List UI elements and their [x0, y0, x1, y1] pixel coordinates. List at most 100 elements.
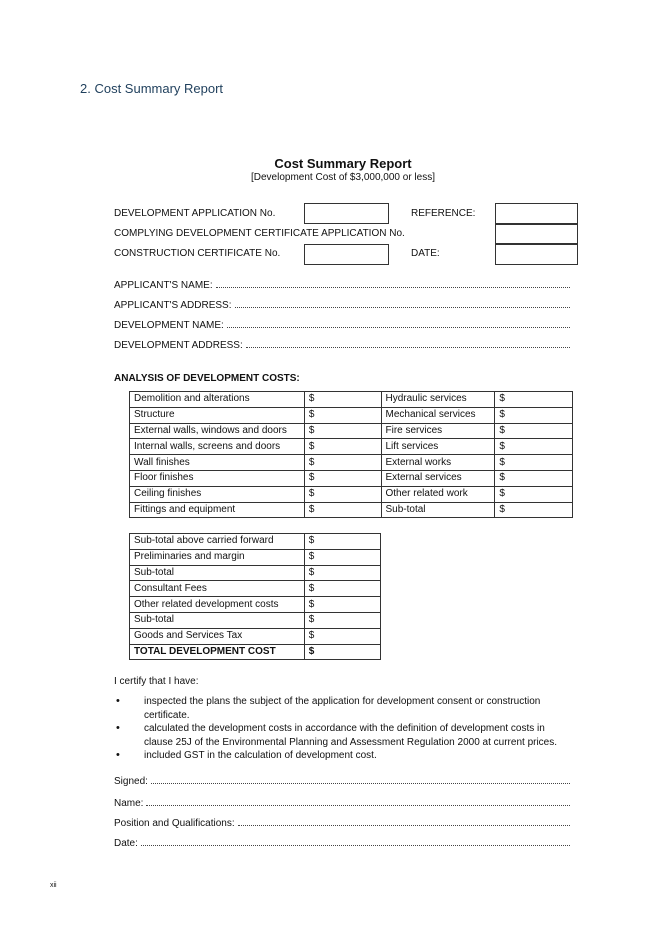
- subtotal-label: Preliminaries and margin: [129, 548, 305, 566]
- subtotal-value[interactable]: $: [303, 548, 382, 566]
- cdc-number-box[interactable]: [495, 224, 578, 244]
- cost-item-label: Ceiling finishes: [129, 485, 305, 503]
- reference-label: REFERENCE:: [411, 208, 476, 219]
- subtotal-value[interactable]: $: [303, 564, 382, 582]
- section-heading: 2. Cost Summary Report: [80, 81, 224, 96]
- cost-item-value[interactable]: $: [494, 485, 573, 503]
- cost-row: Wall finishes$External works$: [129, 454, 573, 471]
- applicant-name-label: APPLICANT'S NAME:: [114, 280, 213, 291]
- cost-item-value[interactable]: $: [494, 422, 573, 440]
- cdc-number-label: COMPLYING DEVELOPMENT CERTIFICATE APPLIC…: [114, 228, 405, 239]
- subtotal-label: Sub-total: [129, 564, 305, 582]
- subtotal-row: Sub-total$: [129, 564, 382, 582]
- signoff-date-label: Date:: [114, 838, 138, 849]
- development-name-line[interactable]: DEVELOPMENT NAME:: [114, 317, 570, 331]
- cost-item-label: External walls, windows and doors: [129, 422, 305, 440]
- subtotal-label: Consultant Fees: [129, 580, 305, 598]
- signed-line[interactable]: Signed:: [114, 773, 570, 787]
- cost-item-label: Fittings and equipment: [129, 501, 305, 519]
- cost-item-label: Fire services: [380, 422, 496, 440]
- cost-item-label: Sub-total: [380, 501, 496, 519]
- subtotal-label: Sub-total: [129, 611, 305, 629]
- certify-item: calculated the development costs in acco…: [114, 722, 574, 749]
- subtotal-value[interactable]: $: [303, 533, 382, 550]
- cost-item-value[interactable]: $: [494, 406, 573, 424]
- certify-intro: I certify that I have:: [114, 676, 199, 687]
- cost-item-value[interactable]: $: [494, 454, 573, 471]
- cost-row: Structure$Mechanical services$: [129, 406, 573, 424]
- cost-row: Fittings and equipment$Sub-total$: [129, 501, 573, 519]
- cost-row: External walls, windows and doors$Fire s…: [129, 422, 573, 440]
- cost-item-label: Lift services: [380, 438, 496, 456]
- cost-item-value[interactable]: $: [303, 469, 382, 487]
- cost-item-label: Mechanical services: [380, 406, 496, 424]
- subtotal-row: Sub-total$: [129, 611, 382, 629]
- subtotal-label: Sub-total above carried forward: [129, 533, 305, 550]
- date-box[interactable]: [495, 244, 578, 265]
- cost-item-value[interactable]: $: [303, 501, 382, 519]
- page-number: xii: [50, 882, 57, 889]
- position-qualifications-line[interactable]: Position and Qualifications:: [114, 815, 570, 829]
- cost-item-label: External services: [380, 469, 496, 487]
- cost-item-label: Hydraulic services: [380, 391, 496, 408]
- cost-item-value[interactable]: $: [494, 469, 573, 487]
- cc-number-label: CONSTRUCTION CERTIFICATE No.: [114, 248, 281, 259]
- subtotal-table: Sub-total above carried forward$Prelimin…: [129, 533, 382, 661]
- cost-item-label: Wall finishes: [129, 454, 305, 471]
- subtotal-value[interactable]: $: [303, 611, 382, 629]
- subtotal-label: TOTAL DEVELOPMENT COST: [129, 643, 305, 661]
- development-costs-table: Demolition and alterations$Hydraulic ser…: [129, 391, 573, 519]
- cost-item-label: Floor finishes: [129, 469, 305, 487]
- analysis-heading: ANALYSIS OF DEVELOPMENT COSTS:: [114, 373, 300, 384]
- cost-row: Floor finishes$External services$: [129, 469, 573, 487]
- certify-item: inspected the plans the subject of the a…: [114, 695, 574, 722]
- subtotal-value[interactable]: $: [303, 580, 382, 598]
- cost-item-value[interactable]: $: [303, 422, 382, 440]
- cost-item-value[interactable]: $: [494, 391, 573, 408]
- form-subtitle: [Development Cost of $3,000,000 or less]: [251, 172, 435, 183]
- subtotal-value[interactable]: $: [303, 596, 382, 613]
- subtotal-label: Goods and Services Tax: [129, 627, 305, 645]
- cost-row: Internal walls, screens and doors$Lift s…: [129, 438, 573, 456]
- cost-item-value[interactable]: $: [303, 391, 382, 408]
- cost-item-value[interactable]: $: [494, 501, 573, 519]
- certify-list: inspected the plans the subject of the a…: [114, 695, 574, 763]
- subtotal-value[interactable]: $: [303, 627, 382, 645]
- position-qualifications-label: Position and Qualifications:: [114, 818, 235, 829]
- cost-item-label: Other related work: [380, 485, 496, 503]
- signed-label: Signed:: [114, 776, 148, 787]
- cost-item-value[interactable]: $: [303, 454, 382, 471]
- signoff-date-line[interactable]: Date:: [114, 835, 570, 849]
- cost-row: Demolition and alterations$Hydraulic ser…: [129, 391, 573, 408]
- cc-number-box[interactable]: [304, 244, 389, 265]
- cost-item-label: Structure: [129, 406, 305, 424]
- cost-item-value[interactable]: $: [303, 438, 382, 456]
- reference-box[interactable]: [495, 203, 578, 224]
- applicant-address-label: APPLICANT'S ADDRESS:: [114, 300, 232, 311]
- subtotal-row: TOTAL DEVELOPMENT COST$: [129, 643, 382, 661]
- cost-item-value[interactable]: $: [303, 406, 382, 424]
- subtotal-value[interactable]: $: [303, 643, 382, 661]
- form-title: Cost Summary Report: [274, 156, 412, 171]
- subtotal-row: Goods and Services Tax$: [129, 627, 382, 645]
- subtotal-row: Sub-total above carried forward$: [129, 533, 382, 550]
- development-name-label: DEVELOPMENT NAME:: [114, 320, 224, 331]
- da-number-label: DEVELOPMENT APPLICATION No.: [114, 208, 276, 219]
- cost-item-value[interactable]: $: [303, 485, 382, 503]
- cost-item-label: External works: [380, 454, 496, 471]
- cost-item-value[interactable]: $: [494, 438, 573, 456]
- subtotal-row: Preliminaries and margin$: [129, 548, 382, 566]
- name-label: Name:: [114, 798, 144, 809]
- development-address-line[interactable]: DEVELOPMENT ADDRESS:: [114, 337, 570, 351]
- development-address-label: DEVELOPMENT ADDRESS:: [114, 340, 243, 351]
- certify-item: included GST in the calculation of devel…: [114, 749, 574, 763]
- subtotal-label: Other related development costs: [129, 596, 305, 613]
- cost-item-label: Internal walls, screens and doors: [129, 438, 305, 456]
- name-line[interactable]: Name:: [114, 795, 570, 809]
- subtotal-row: Other related development costs$: [129, 596, 382, 613]
- applicant-name-line[interactable]: APPLICANT'S NAME:: [114, 277, 570, 291]
- da-number-box[interactable]: [304, 203, 389, 224]
- subtotal-row: Consultant Fees$: [129, 580, 382, 598]
- applicant-address-line[interactable]: APPLICANT'S ADDRESS:: [114, 297, 570, 311]
- cost-item-label: Demolition and alterations: [129, 391, 305, 408]
